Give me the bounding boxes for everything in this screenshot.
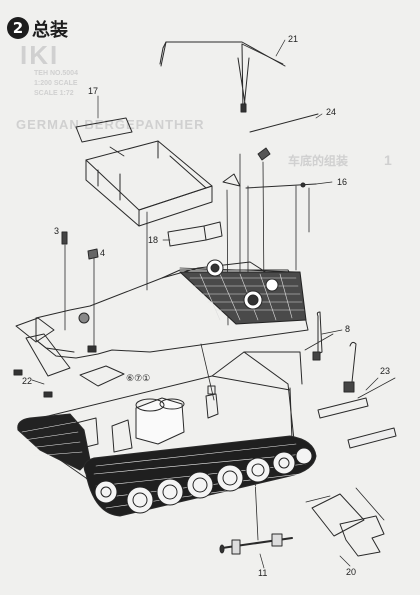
part-label-6-7-1: ⑥⑦① — [126, 373, 151, 383]
part-4 — [87, 248, 99, 260]
scale-ghost-line-1: TEH NO.5004 — [34, 70, 78, 77]
banner-ghost-text: GERMAN BERGEPANTHER — [16, 117, 205, 132]
label-leaders — [31, 39, 379, 569]
part-label-3: 3 — [54, 226, 60, 236]
step-number-badge: 2 — [7, 17, 29, 39]
plate-18 — [167, 221, 223, 247]
part-22a — [13, 369, 23, 376]
part-22b — [43, 391, 53, 398]
brand-ghost-text: IKI — [20, 40, 60, 70]
part-label-23: 23 — [380, 366, 391, 376]
small-parts-24-16 — [222, 113, 319, 189]
part-label-4: 4 — [100, 248, 106, 258]
part-label-20: 20 — [346, 567, 357, 577]
crane-boom — [159, 41, 286, 113]
part-label-22: 22 — [22, 376, 33, 386]
part-20 — [305, 487, 385, 557]
scale-ghost-line-2: 1:200 SCALE — [34, 80, 78, 87]
upper-hull — [15, 259, 309, 387]
part-11 — [219, 533, 293, 555]
step-title: 总装 — [32, 20, 68, 41]
part-label-21: 21 — [288, 34, 299, 44]
part-label-16: 16 — [337, 177, 348, 187]
step1-ghost-number: 1 — [384, 152, 392, 168]
part-label-18: 18 — [148, 235, 159, 245]
cargo-box — [75, 117, 213, 227]
track-assembly — [17, 413, 317, 517]
part-23 — [317, 397, 397, 449]
step1-ghost-title: 车底的组装 — [288, 154, 349, 168]
part-8b — [343, 341, 357, 393]
scale-ghost-line-3: SCALE 1:72 — [34, 90, 74, 97]
part-label-8: 8 — [345, 324, 351, 334]
part-label-11: 11 — [258, 568, 268, 578]
part-label-17: 17 — [88, 86, 99, 96]
part-8 — [312, 311, 323, 361]
part-3 — [61, 231, 68, 245]
part-label-24: 24 — [326, 107, 337, 117]
